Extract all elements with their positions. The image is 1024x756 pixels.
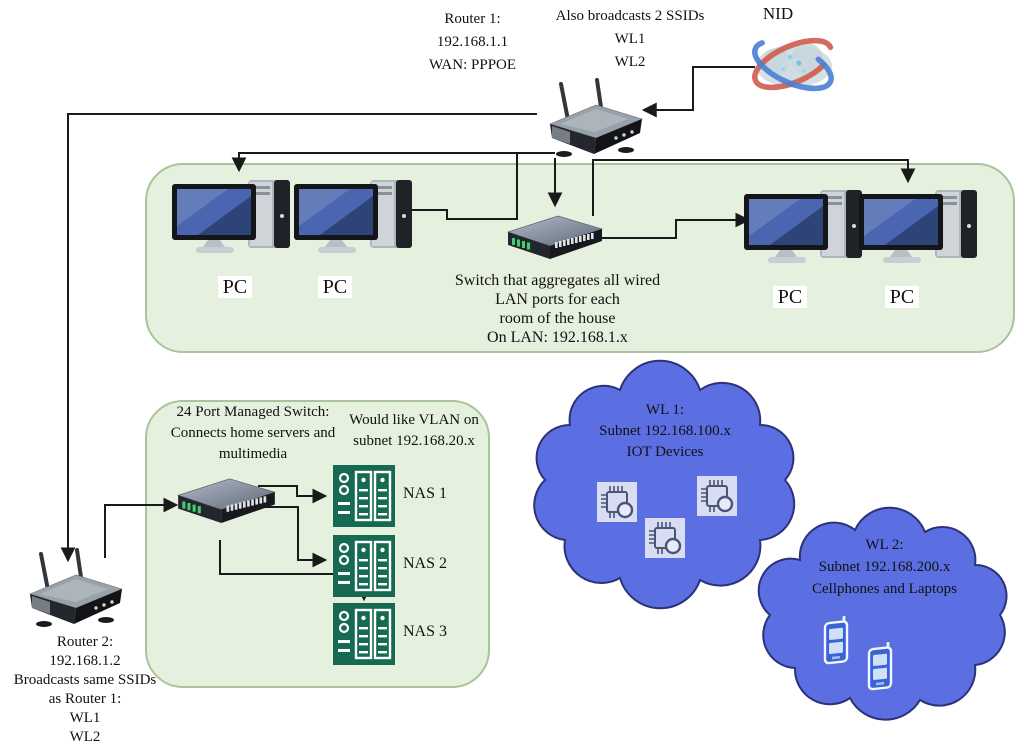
link-router1-router2	[60, 113, 537, 563]
link-router2-switch2	[104, 497, 179, 558]
nid-label: NID	[762, 4, 794, 23]
internet-globe-icon	[752, 37, 834, 92]
nas-icon	[333, 535, 395, 597]
link-router1-pc1	[231, 152, 555, 173]
lan-switch-icon	[507, 215, 604, 259]
iot-chip-icon	[645, 518, 685, 558]
pc-icon	[172, 180, 290, 253]
lan-switch-caption: Switch that aggregates all wired LAN por…	[454, 272, 661, 346]
wl1-caption: WL 1: Subnet 192.168.100.x IOT Devices	[599, 402, 731, 460]
nas-label: NAS 1	[403, 485, 448, 502]
link-router1-pc2	[381, 153, 518, 220]
link-switch1-pc4	[592, 159, 916, 216]
pc-label: PC	[217, 275, 253, 298]
server-zone	[145, 400, 490, 688]
router2-caption: Router 2: 192.168.1.2 Broadcasts same SS…	[13, 634, 157, 745]
vlan-note: Would like VLAN on subnet 192.168.20.x	[349, 412, 479, 449]
link-switch2-nas1	[258, 485, 328, 504]
link-switch2-nas2	[258, 506, 328, 568]
link-switch2-nas2-b	[219, 540, 333, 575]
cellphone-icon	[867, 640, 893, 691]
nas-label: NAS 2	[403, 555, 448, 572]
router1-icon	[549, 78, 643, 157]
pc-icon	[859, 190, 977, 263]
pc-label: PC	[772, 285, 808, 308]
nas-icon	[333, 465, 395, 527]
router1-caption: Router 1: 192.168.1.1 WAN: PPPOE	[428, 11, 517, 73]
ssid-broadcast-note: Also broadcasts 2 SSIDs WL1 WL2	[555, 8, 705, 70]
link-switch1-pc3	[592, 212, 751, 239]
pc-label: PC	[884, 285, 920, 308]
wl1-cloud	[533, 359, 796, 610]
iot-chip-icon	[697, 476, 737, 516]
wl2-cloud	[757, 506, 1008, 721]
nas-icon	[333, 603, 395, 665]
managed-switch-caption: 24 Port Managed Switch: Connects home se…	[170, 404, 336, 462]
link-nid-router1	[641, 66, 755, 118]
pc-label: PC	[317, 275, 353, 298]
nas-label: NAS 3	[403, 623, 448, 640]
wl2-caption: WL 2: Subnet 192.168.200.x Cellphones an…	[812, 537, 957, 597]
iot-chip-icon	[597, 482, 637, 522]
router2-icon	[29, 548, 123, 627]
cellphone-icon	[823, 614, 849, 665]
managed-switch-icon	[177, 478, 276, 524]
pc-icon	[744, 190, 862, 263]
pc-icon	[294, 180, 412, 253]
